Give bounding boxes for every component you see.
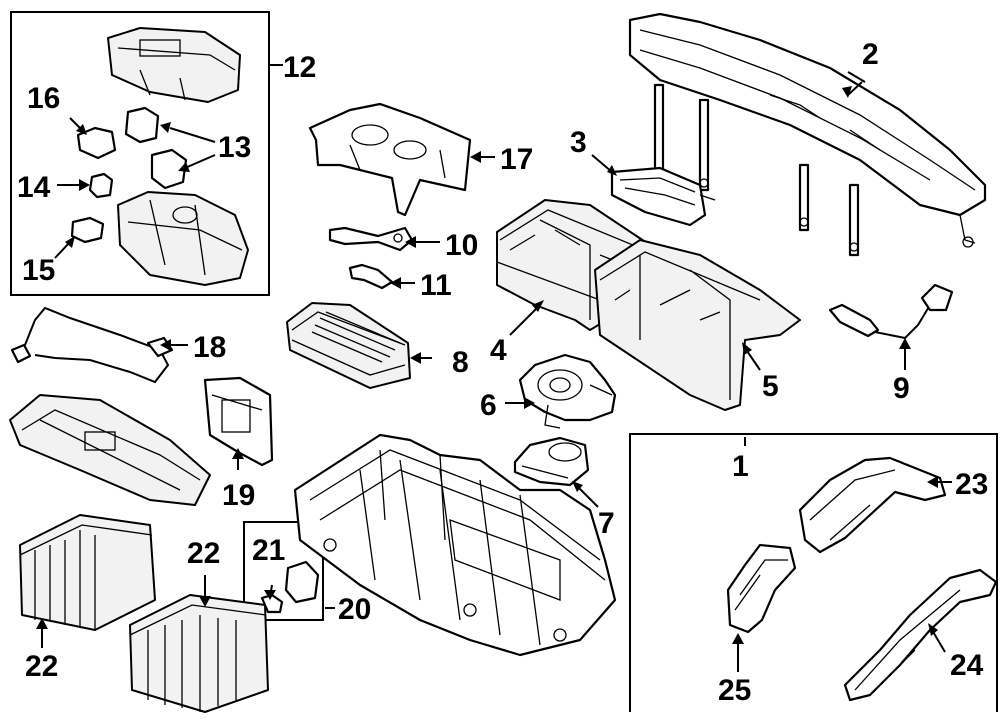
group-1-frame bbox=[629, 433, 998, 712]
part-13-relay-a bbox=[124, 106, 160, 144]
battery-tray-left bbox=[9, 394, 211, 506]
callout-20: 20 bbox=[338, 593, 371, 626]
callout-7: 7 bbox=[598, 507, 615, 540]
part-17-mounting-bracket bbox=[308, 102, 472, 217]
part-19-bracket bbox=[203, 376, 274, 467]
callout-19: 19 bbox=[222, 479, 255, 512]
callout-14: 14 bbox=[17, 171, 51, 204]
callout-2: 2 bbox=[862, 38, 879, 71]
part-22-battery-module-b bbox=[129, 594, 269, 713]
callout-12: 12 bbox=[283, 51, 316, 84]
callout-23: 23 bbox=[955, 468, 988, 501]
leader-lines bbox=[36, 64, 952, 672]
part-20-bracket bbox=[284, 560, 320, 604]
part-16-fuse-holder bbox=[76, 126, 117, 160]
group-12-frame bbox=[10, 11, 270, 296]
part-25-air-duct bbox=[726, 543, 797, 634]
part-11-sensor bbox=[348, 263, 394, 290]
part-5-battery-cover bbox=[594, 239, 801, 411]
callout-1: 1 bbox=[732, 450, 749, 483]
part-13-relay-b bbox=[150, 148, 188, 190]
part-7-fan-duct bbox=[513, 436, 590, 487]
callout-4: 4 bbox=[490, 334, 507, 367]
callout-5: 5 bbox=[762, 370, 779, 403]
part-2-bracket-frame bbox=[628, 12, 987, 257]
part-14-relay bbox=[88, 172, 114, 199]
main-battery-tray-frame bbox=[293, 433, 617, 657]
callout-21: 21 bbox=[252, 534, 285, 567]
part-12-junction-box-upper bbox=[107, 27, 241, 103]
callout-16: 16 bbox=[27, 82, 60, 115]
callout-labels: 1 2 3 4 5 6 7 8 9 10 11 12 13 14 15 16 1… bbox=[17, 38, 988, 707]
part-9-harness-connector bbox=[828, 283, 954, 340]
callout-11: 11 bbox=[420, 269, 452, 302]
callout-25: 25 bbox=[718, 674, 751, 707]
part-8-control-module bbox=[286, 302, 411, 389]
part-18-wire-harness bbox=[10, 306, 174, 384]
callout-10: 10 bbox=[445, 229, 478, 262]
callout-22-right: 22 bbox=[187, 537, 220, 570]
part-24-air-duct bbox=[843, 568, 998, 702]
callout-6: 6 bbox=[480, 389, 497, 422]
part-12-junction-box-lower bbox=[117, 191, 249, 286]
callout-22-left: 22 bbox=[25, 650, 58, 683]
part-10-sensor bbox=[328, 226, 414, 252]
callout-13: 13 bbox=[218, 131, 251, 164]
part-23-air-duct bbox=[798, 456, 947, 554]
callout-24: 24 bbox=[950, 649, 984, 682]
callout-9: 9 bbox=[893, 372, 910, 405]
callout-15: 15 bbox=[22, 254, 55, 287]
callout-3: 3 bbox=[570, 126, 587, 159]
part-3-sensor-unit bbox=[610, 166, 716, 227]
callout-18: 18 bbox=[193, 331, 226, 364]
part-15-fuse bbox=[70, 216, 105, 244]
part-6-cooling-fan bbox=[518, 353, 617, 429]
callout-17: 17 bbox=[500, 143, 533, 176]
part-22-battery-module-a bbox=[19, 514, 156, 631]
callout-8: 8 bbox=[452, 346, 469, 379]
